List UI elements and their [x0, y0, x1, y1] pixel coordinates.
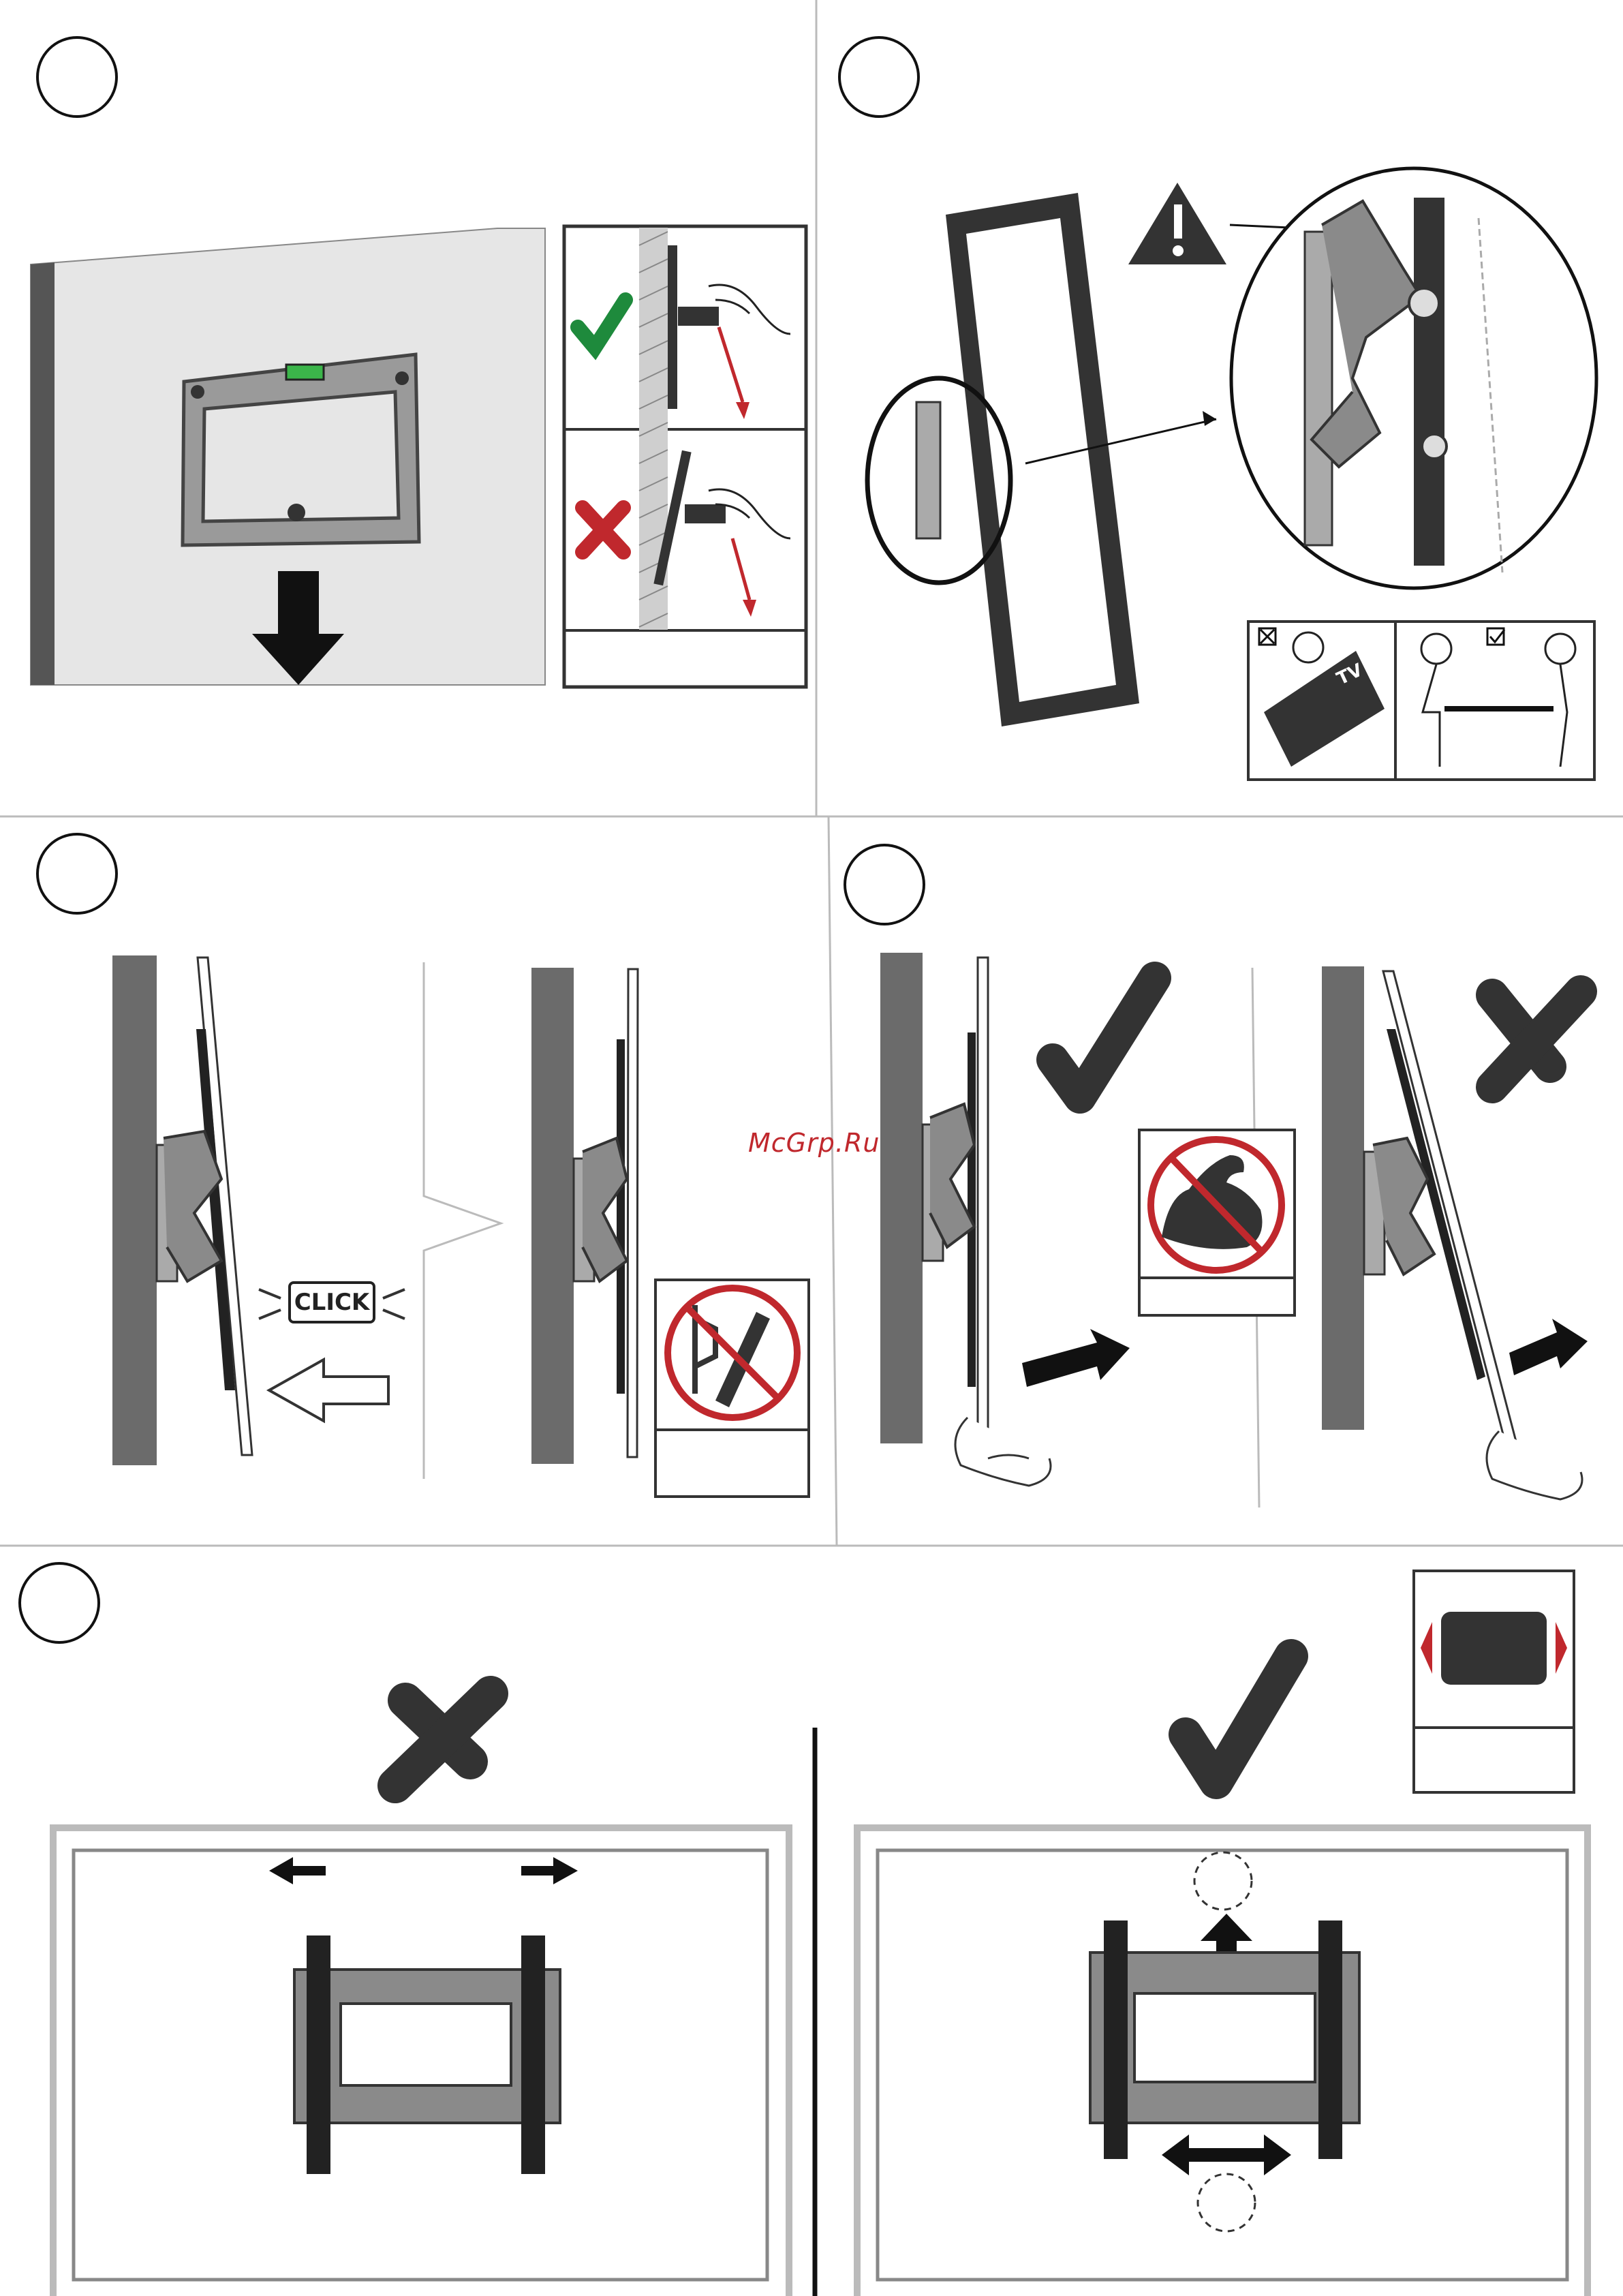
- watermark: McGrp.Ru: [748, 1128, 880, 1158]
- check-icon: [1186, 1656, 1291, 1782]
- tv-bracket-right: [1090, 1920, 1359, 2159]
- cross-icon: [395, 1694, 491, 1786]
